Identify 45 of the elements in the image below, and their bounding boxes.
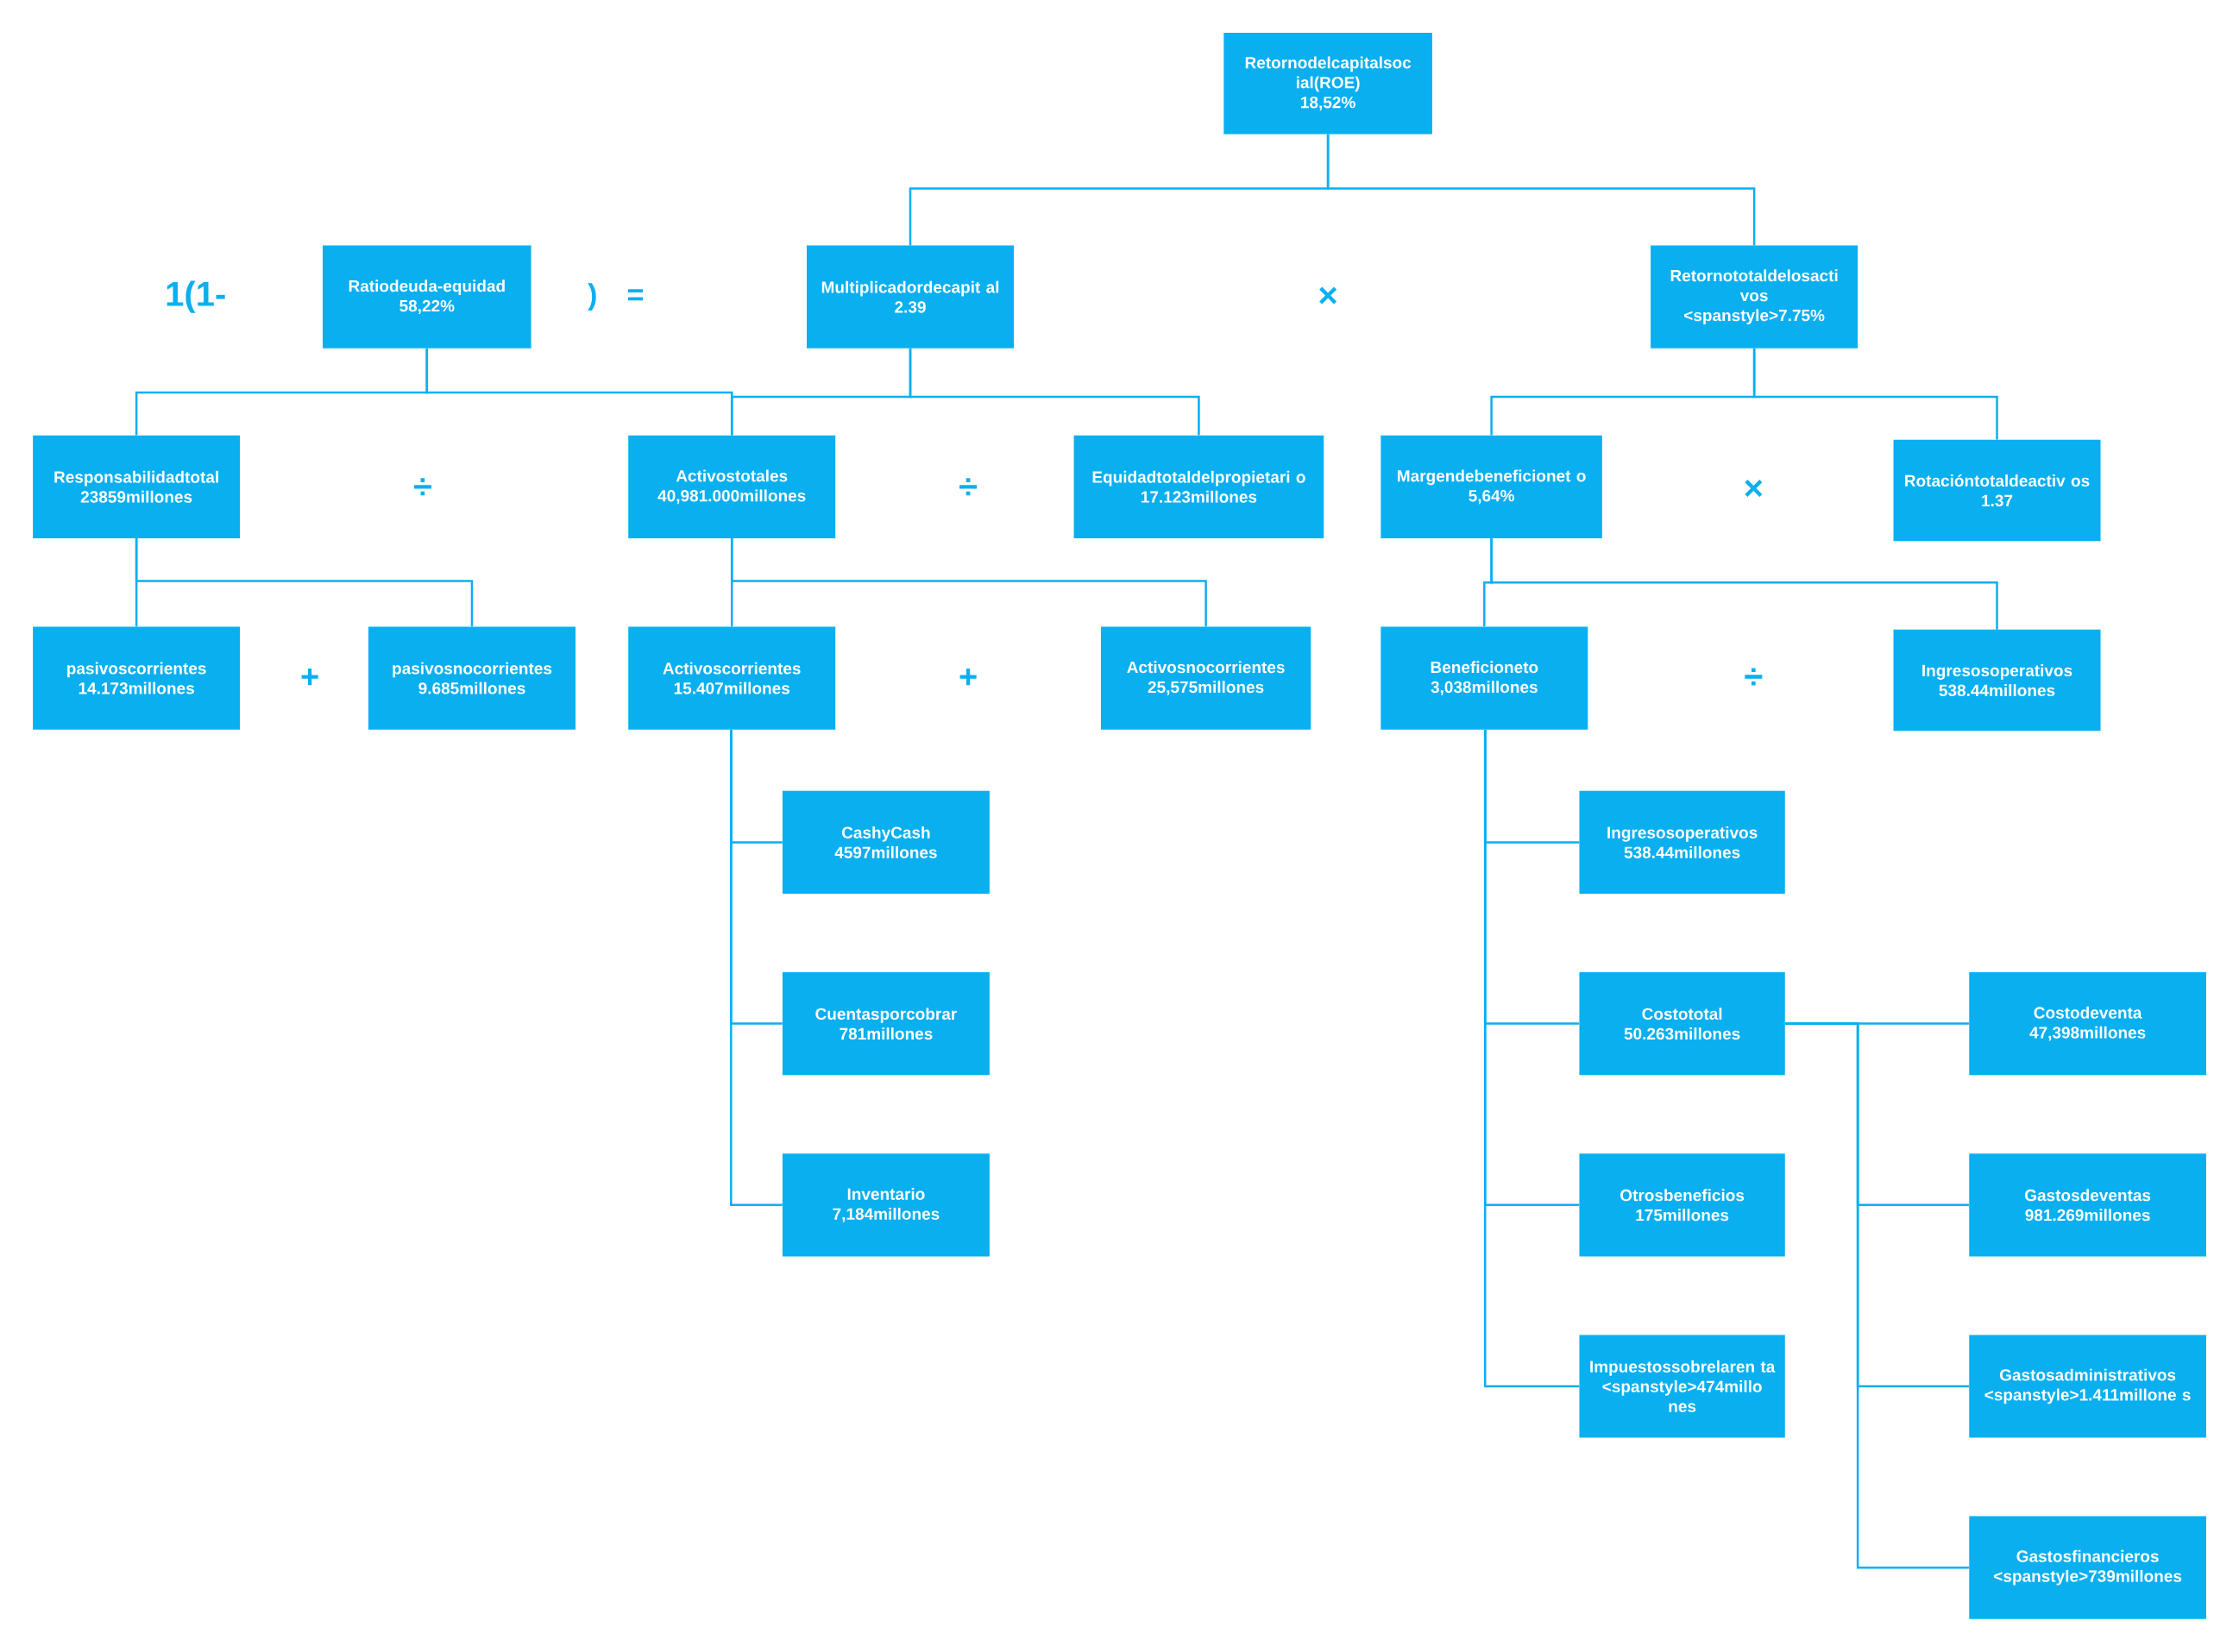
- connector-line: [135, 538, 474, 627]
- process-box: Gastosdeventas 981.269millones: [1969, 1153, 2206, 1257]
- operator-symbol: ÷: [413, 478, 431, 496]
- process-box: Ingresosoperativos 538.44millones: [1579, 790, 1785, 894]
- operator-symbol: ×: [1745, 480, 1763, 498]
- connector-line: [909, 349, 1200, 436]
- process-box: Retornototaldelosacti vos <spanstyle>7.75%: [1651, 245, 1858, 349]
- operator-symbol: 1(1-: [167, 280, 225, 313]
- process-box: pasivoscorrientes 14.173millones: [33, 626, 241, 730]
- process-box: Otrosbeneficios 175millones: [1579, 1153, 1785, 1257]
- process-box: Beneficioneto 3,038millones: [1381, 626, 1588, 730]
- process-box: Costototal 50.263millones: [1579, 972, 1785, 1076]
- process-box: Retornodelcapitalsoc ial(ROE) 18,52%: [1223, 33, 1432, 135]
- operator-symbol: ): [588, 283, 596, 311]
- process-box: Rotacióntotaldeactiv os 1.37: [1893, 439, 2101, 542]
- process-box: Activosnocorrientes 25,575millones: [1100, 626, 1311, 730]
- process-box: Ingresosoperativos 538.44millones: [1893, 629, 2101, 732]
- process-box: pasivosnocorrientes 9.685millones: [368, 626, 575, 730]
- process-box: Impuestossobrelaren ta <spanstyle>474millo nes: [1579, 1335, 1785, 1438]
- process-box: Responsabilidadtotal 23859millones: [33, 435, 241, 538]
- process-box: Ratiodeuda-equidad 58,22%: [323, 245, 531, 349]
- connector-line: [730, 538, 1207, 627]
- operator-symbol: ×: [1319, 286, 1337, 305]
- connector-line: [1326, 134, 1756, 246]
- process-box: Activoscorrientes 15.407millones: [628, 626, 836, 730]
- operator-symbol: ÷: [1745, 668, 1763, 686]
- operator-symbol: ÷: [959, 478, 978, 496]
- connector-line: [1490, 538, 1998, 630]
- process-box: Equidadtotaldelpropietari o 17.123millones: [1073, 435, 1324, 538]
- process-box: Margendebeneficionet o 5,64%: [1381, 435, 1602, 538]
- operator-symbol: +: [959, 668, 977, 686]
- connector-line: [1483, 729, 1580, 1388]
- process-box: CashyCash 4597millones: [782, 790, 990, 894]
- process-box: Gastosfinancieros <spanstyle>739millones: [1969, 1516, 2206, 1619]
- process-box: Activostotales 40,981.000millones: [628, 435, 836, 538]
- operator-symbol: +: [301, 668, 318, 686]
- process-box: Multiplicadordecapit al 2.39: [807, 245, 1014, 349]
- operator-symbol: =: [628, 289, 644, 301]
- process-box: Costodeventa 47,398millones: [1969, 972, 2206, 1076]
- process-box: Inventario 7,184millones: [782, 1153, 990, 1257]
- connector-line: [1784, 1022, 1970, 1569]
- process-box: Gastosadministrativos <spanstyle>1.411millone s: [1969, 1335, 2206, 1438]
- connector-line: [730, 729, 783, 1207]
- process-box: Cuentasporcobrar 781millones: [782, 972, 990, 1076]
- connector-line: [1752, 349, 1998, 440]
